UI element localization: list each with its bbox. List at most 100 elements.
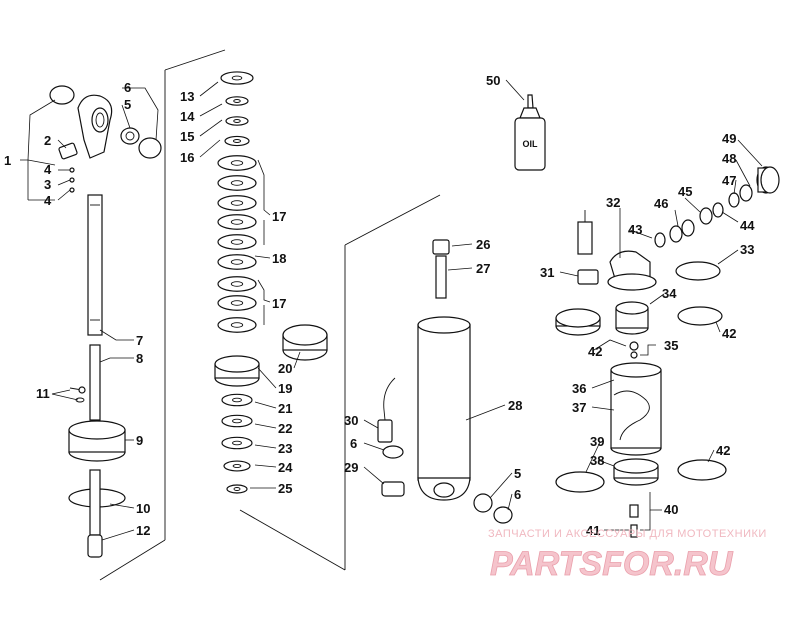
label-11: 11 (36, 386, 50, 401)
part-50-oil-bottle: OIL (514, 94, 546, 171)
label-46: 46 (654, 196, 668, 211)
part-11-screw (69, 386, 86, 403)
shim-washer (224, 135, 250, 147)
shim-washer-hole (232, 397, 242, 403)
label-40: 40 (664, 502, 678, 517)
part-43-oring (654, 232, 666, 248)
label-20: 20 (278, 361, 292, 376)
part-6-oring-center (382, 445, 404, 459)
label-22: 22 (278, 421, 292, 436)
shim-washer-hole (233, 487, 241, 491)
shim-washer (217, 295, 257, 311)
shim-stack (217, 71, 257, 494)
shim-washer-hole (230, 239, 244, 245)
label-42b: 42 (588, 344, 602, 359)
shim-washer (217, 234, 257, 250)
shim-washer-hole (232, 440, 242, 446)
shim-washer (220, 71, 254, 85)
part-42-oring-right (677, 306, 723, 326)
label-18: 18 (272, 251, 286, 266)
label-21: 21 (278, 401, 292, 416)
part-31-hose-fitting (577, 210, 599, 285)
shim-washer-hole (232, 463, 242, 469)
label-5a: 5 (124, 97, 131, 112)
part-34-piston (615, 301, 649, 335)
label-39: 39 (590, 434, 604, 449)
shim-washer (221, 436, 253, 450)
part-26-nut (432, 239, 450, 255)
shim-washer-hole (232, 139, 242, 143)
label-4a: 4 (44, 162, 52, 177)
assembly-outline-left (99, 49, 226, 581)
part-27-pin (435, 255, 447, 299)
oil-bottle-label: OIL (523, 139, 539, 149)
shim-washer (217, 195, 257, 211)
label-27: 27 (476, 261, 490, 276)
part-36-37-reservoir (610, 362, 662, 456)
label-43: 43 (628, 222, 642, 237)
part-38-end-cap (613, 458, 659, 486)
label-37: 37 (572, 400, 586, 415)
label-7: 7 (136, 333, 143, 348)
label-6a: 6 (124, 80, 131, 95)
label-17b: 17 (272, 296, 286, 311)
part-45-spacers (699, 202, 724, 225)
part-19-piston-valve (214, 355, 260, 387)
label-4b: 4 (44, 193, 52, 208)
shim-washer (226, 484, 248, 494)
label-2: 2 (44, 133, 51, 148)
shim-washer-hole (230, 322, 244, 328)
shim-washer (217, 155, 257, 171)
shim-washer-hole (230, 219, 244, 225)
shim-washer-hole (230, 281, 244, 287)
part-33-oring (675, 261, 721, 281)
part-6-oring-right (138, 137, 162, 159)
watermark-logo: PARTSFOR.RU (490, 545, 734, 583)
part-42-ring-left (555, 308, 601, 336)
label-5b: 5 (514, 466, 521, 481)
shim-washer (217, 214, 257, 230)
shim-washer (217, 254, 257, 270)
label-32: 32 (606, 195, 620, 210)
part-2-fitting (58, 142, 78, 160)
label-48: 48 (722, 151, 736, 166)
label-42c: 42 (716, 443, 730, 458)
shim-washer (225, 96, 249, 106)
part-20-band (282, 324, 328, 361)
part-9-piston (68, 420, 126, 462)
shim-washer-hole (230, 300, 244, 306)
part-29-elbow (381, 481, 405, 497)
label-30: 30 (344, 413, 358, 428)
label-45: 45 (678, 184, 692, 199)
label-13: 13 (180, 89, 194, 104)
label-23: 23 (278, 441, 292, 456)
shim-washer-hole (231, 75, 243, 81)
shim-washer-hole (233, 119, 241, 123)
label-35: 35 (664, 338, 678, 353)
label-28: 28 (508, 398, 522, 413)
callout-labels: 1 2 4 3 4 6 5 7 8 11 9 10 12 13 14 15 16… (4, 73, 755, 538)
part-30-hose (377, 377, 396, 443)
part-46-washers (669, 219, 695, 243)
label-9: 9 (136, 433, 143, 448)
label-3: 3 (44, 177, 51, 192)
shim-washer (221, 414, 253, 428)
label-26: 26 (476, 237, 490, 252)
label-6b: 6 (350, 436, 357, 451)
shim-washer-hole (230, 200, 244, 206)
label-25: 25 (278, 481, 292, 496)
part-49-knob (756, 166, 780, 194)
shim-washer (217, 317, 257, 333)
label-12: 12 (136, 523, 150, 538)
label-42a: 42 (722, 326, 736, 341)
shim-washer-hole (230, 259, 244, 265)
shim-washer-hole (230, 160, 244, 166)
label-1: 1 (4, 153, 11, 168)
part-44-47-rings (728, 184, 753, 208)
shim-washer-hole (230, 180, 244, 186)
label-33: 33 (740, 242, 754, 257)
part-5-bushing-top (120, 127, 140, 145)
part-5-bushing-center (473, 493, 493, 513)
leader-lines (20, 79, 763, 541)
